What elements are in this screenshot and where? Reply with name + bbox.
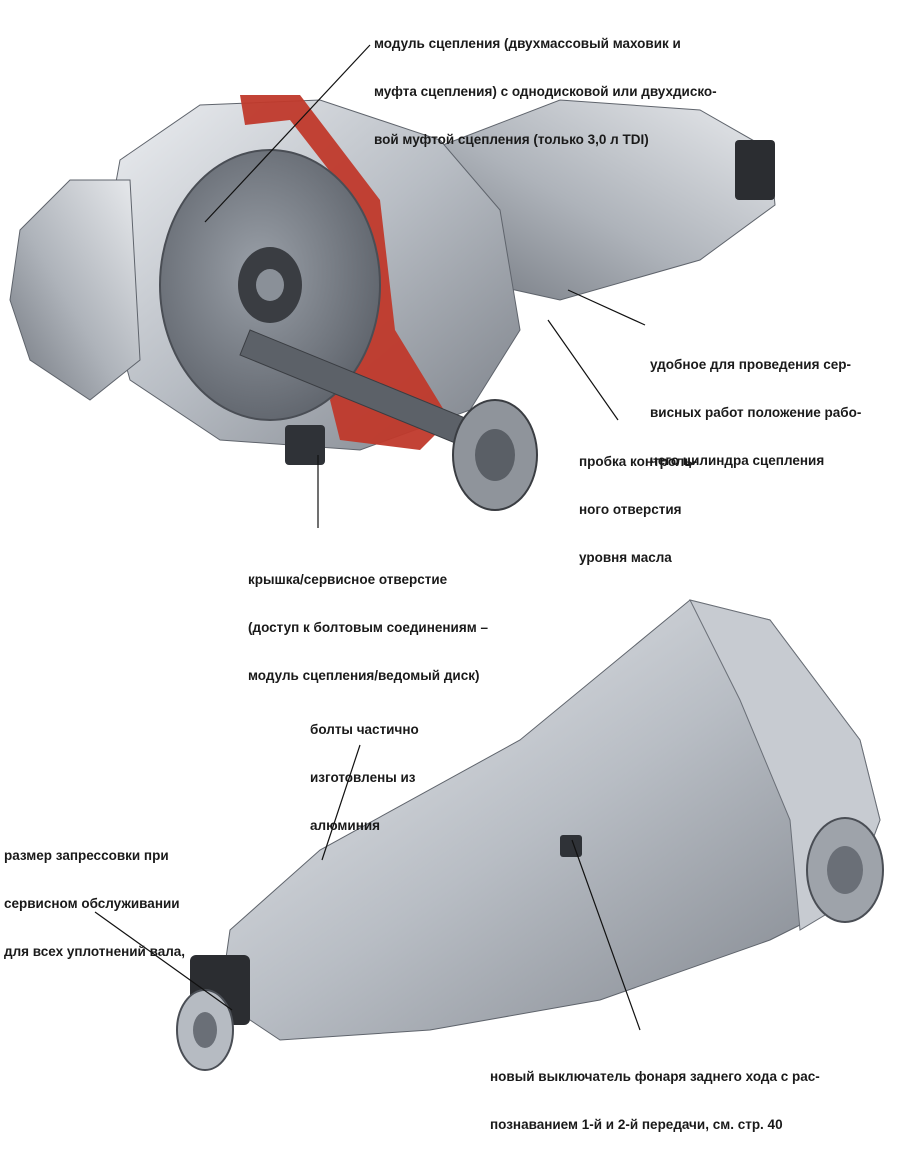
leader-press-fit (94, 911, 233, 1011)
label-line: крышка/сервисное отверстие (248, 572, 448, 587)
label-line: удобное для проведения сер- (650, 357, 851, 372)
label-oil-plug: пробка контроль- ного отверстия уровня м… (579, 422, 697, 582)
output-flange-center (475, 429, 515, 481)
top-gearbox-cutaway-section (240, 95, 450, 450)
label-line: висных работ положение рабо- (650, 405, 862, 420)
illustration-canvas (9, 44, 884, 1071)
leader-clutch-module (204, 44, 371, 223)
label-service-cover: крышка/сервисное отверстие (доступ к бол… (248, 540, 488, 700)
leader-slave-cylinder (567, 289, 646, 326)
label-line: пробка контроль- (579, 454, 698, 469)
label-line: алюминия (310, 818, 381, 833)
top-gearbox-side-housing (9, 179, 141, 401)
label-line: изготовлены из (310, 770, 416, 785)
label-line: размер запрессовки при (4, 848, 169, 863)
top-gearbox-illustration (9, 95, 776, 511)
label-line: (доступ к болтовым соединениям – (248, 620, 488, 635)
label-line: новый выключатель фонаря заднего хода с … (490, 1069, 820, 1084)
reverse-light-switch (560, 835, 582, 857)
bottom-output-flange-center (827, 846, 863, 894)
leader-oil-plug (547, 319, 619, 421)
label-line: уровня масла (579, 550, 672, 565)
leader-reverse-switch (571, 839, 641, 1031)
label-line: модуль сцепления (двухмассовый маховик и (374, 36, 681, 51)
label-line: чего цилиндра сцепления (650, 453, 825, 468)
label-line: вой муфтой сцепления (только 3,0 л TDI) (374, 132, 649, 147)
label-aluminum-bolts: болты частично изготовлены из алюминия (310, 690, 419, 850)
label-press-fit: размер запрессовки при сервисном обслужи… (4, 816, 185, 976)
bottom-gearbox-illustration (176, 599, 884, 1071)
top-gearbox-rear-mount (735, 140, 775, 200)
label-line: для всех уплотнений вала, (4, 944, 186, 959)
label-line: познаванием 1-й и 2-й передачи, см. стр.… (490, 1117, 783, 1132)
label-line: модуль сцепления/ведомый диск) (248, 668, 480, 683)
hub-center (256, 269, 284, 301)
label-clutch-module: модуль сцепления (двухмассовый маховик и… (374, 4, 717, 164)
label-reverse-switch: новый выключатель фонаря заднего хода с … (490, 1037, 820, 1149)
label-slave-cylinder: удобное для проведения сер- висных работ… (650, 325, 861, 485)
bottom-rear-flange-center (193, 1012, 217, 1048)
label-line: сервисном обслуживании (4, 896, 180, 911)
leader-aluminum-bolts (321, 744, 361, 861)
label-line: болты частично (310, 722, 419, 737)
service-cover (285, 425, 325, 465)
label-line: муфта сцепления) с однодисковой или двух… (374, 84, 717, 99)
label-line: ного отверстия (579, 502, 682, 517)
leader-lines (94, 44, 646, 1031)
